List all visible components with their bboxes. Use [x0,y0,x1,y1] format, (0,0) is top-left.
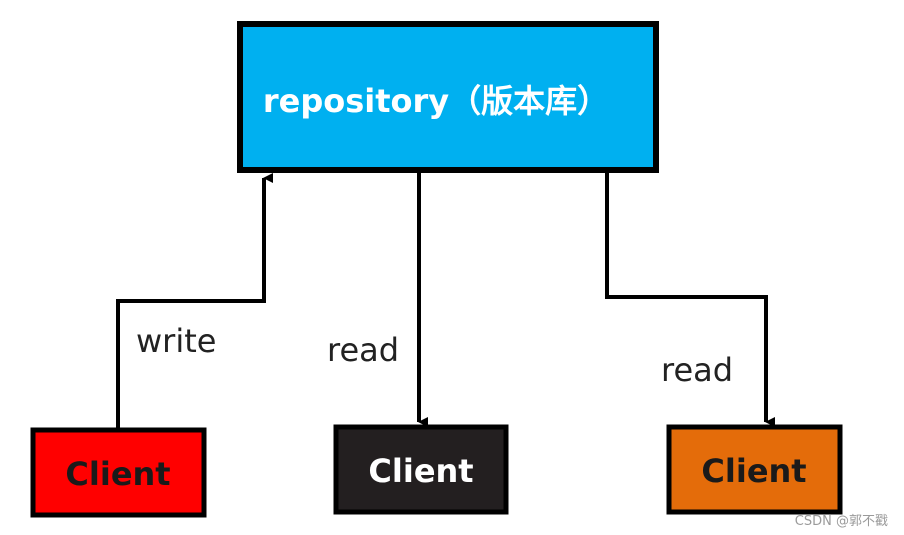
repository-label: repository（版本库） [263,82,609,120]
client-box-red [30,427,207,518]
read-label-middle: read [327,331,399,369]
watermark: CSDN @郭不戳 [795,513,888,529]
read-connector-right [605,170,775,427]
repository-node: repository（版本库） [237,21,659,173]
repository-box [237,21,659,173]
client-node-orange: Client [666,424,843,515]
read-label-right: read [661,351,733,389]
client-node-red: Client [30,427,207,518]
client-label-orange: Client [701,452,806,490]
write-label: write [136,322,216,360]
client-node-black: Client [333,424,509,515]
client-label-red: Client [65,455,170,493]
write-connector [116,173,273,428]
client-box-black [333,424,509,515]
client-label-black: Client [368,452,473,490]
client-box-orange [666,424,843,515]
